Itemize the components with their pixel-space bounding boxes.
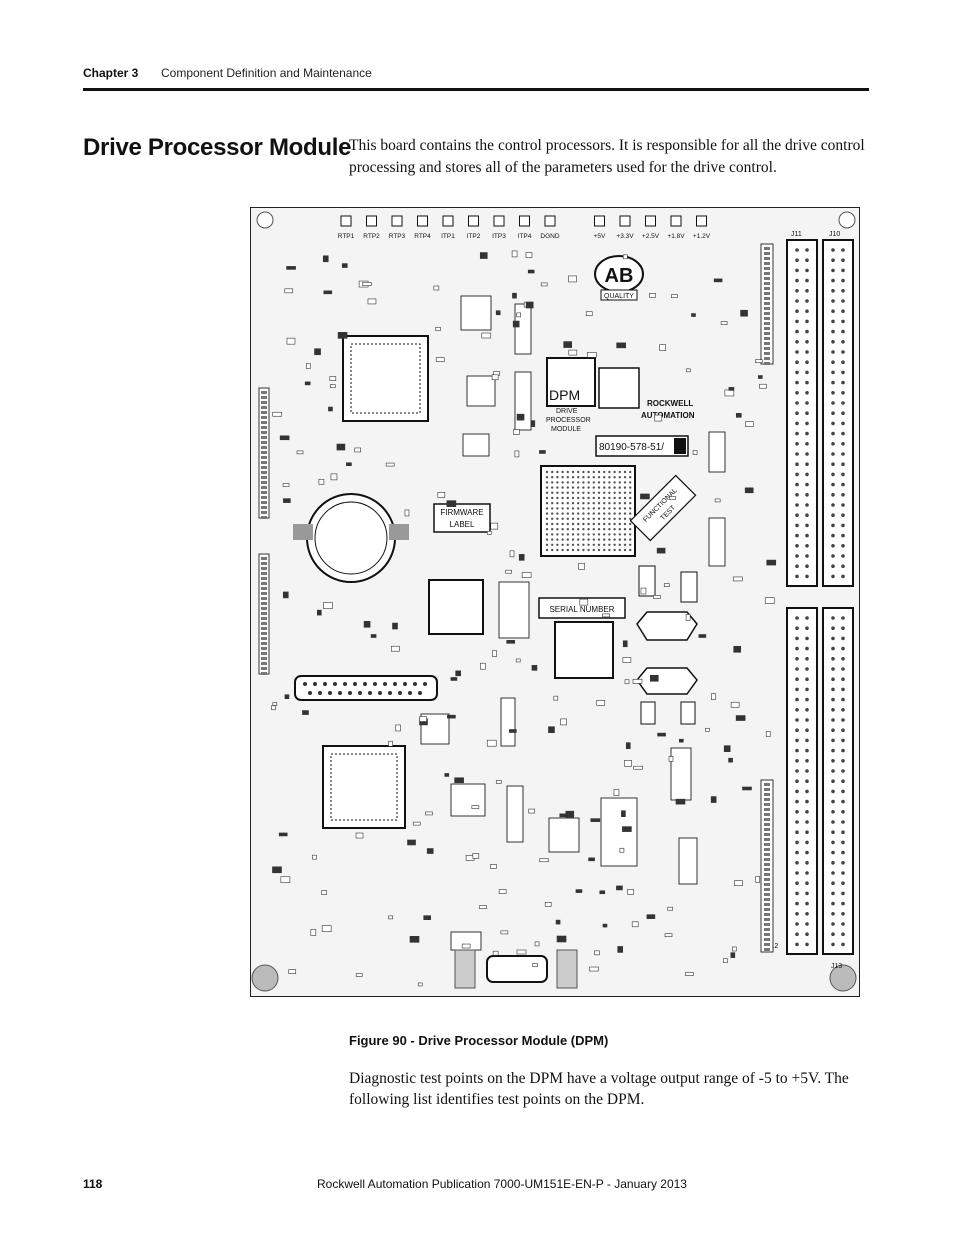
ab-quality-text: QUALITY	[604, 293, 634, 300]
chapter-label: Chapter 3	[83, 66, 139, 80]
publication-line: Rockwell Automation Publication 7000-UM1…	[317, 1177, 687, 1191]
svg-text:J13: J13	[831, 963, 842, 970]
chip-u33	[540, 465, 636, 557]
figure-caption: Figure 90 - Drive Processor Module (DPM)	[349, 1033, 609, 1048]
part-number-text: 80190-578-51/	[599, 442, 664, 453]
body-paragraph: Diagnostic test points on the DPM have a…	[349, 1070, 849, 1108]
chip-u54	[342, 335, 429, 422]
dpm-board-drawing: RTP1 RTP2 RTP3 RTP4 ITP1 ITP2 ITP3 ITP4 DGND +5V +…	[251, 208, 859, 996]
part-number-plate	[595, 435, 689, 457]
functional-test-label: FUNCTIONAL TEST	[629, 474, 697, 542]
dpm-board-figure: RTP1 RTP2 RTP3 RTP4 ITP1 ITP2 ITP3 ITP4 DGND +5V +…	[250, 207, 860, 997]
ab-logo: AB QUALITY	[594, 255, 644, 301]
connector-j10	[822, 239, 854, 587]
intro-paragraph: This board contains the control processo…	[349, 137, 865, 176]
svg-text:LABEL: LABEL	[450, 520, 475, 529]
test-point-label: RTP1	[338, 233, 355, 240]
connector-j12	[786, 607, 818, 955]
svg-text:FIRMWARE: FIRMWARE	[440, 508, 483, 517]
rockwell-marking: ROCKWELL	[647, 399, 693, 408]
test-point-label: +5V	[594, 233, 606, 240]
ab-logo-text: AB	[605, 265, 634, 287]
test-point-label: ITP1	[441, 233, 455, 240]
test-point-label: +1.8V	[667, 233, 685, 240]
firmware-label	[433, 503, 491, 533]
connector-j11	[786, 239, 818, 587]
svg-text:PROCESSOR: PROCESSOR	[546, 417, 591, 424]
svg-text:DRIVE: DRIVE	[556, 408, 578, 415]
section-title: Drive Processor Module	[83, 134, 352, 161]
db25-connector	[294, 675, 438, 701]
test-point-label: ITP2	[467, 233, 481, 240]
test-point-label: ITP4	[518, 233, 532, 240]
db9-connector	[486, 955, 548, 983]
svg-text:J11: J11	[791, 231, 802, 238]
dpm-marking: DPM	[549, 387, 580, 403]
chapter-title: Component Definition and Maintenance	[161, 66, 372, 80]
header-rule	[83, 88, 869, 91]
svg-text:SERIAL NUMBER: SERIAL NUMBER	[549, 605, 614, 614]
connector-j13	[822, 607, 854, 955]
test-point-label: +1.2V	[693, 233, 711, 240]
serial-number-label	[538, 597, 626, 619]
test-point-label: +2.5V	[642, 233, 660, 240]
chip-u66	[322, 745, 406, 829]
svg-text:MODULE: MODULE	[551, 426, 581, 433]
page-number: 118	[83, 1177, 103, 1191]
chip-u74	[428, 579, 484, 635]
svg-text:J10: J10	[829, 231, 840, 238]
test-point-row: RTP1 RTP2 RTP3 RTP4 ITP1 ITP2 ITP3 ITP4 DGND +5V +…	[338, 215, 711, 240]
test-point-label: RTP4	[414, 233, 431, 240]
chip-u43	[554, 621, 614, 679]
test-point-label: RTP2	[363, 233, 380, 240]
test-point-label: RTP3	[389, 233, 406, 240]
svg-text:AUTOMATION: AUTOMATION	[641, 411, 695, 420]
test-point-label: DGND	[540, 233, 559, 240]
test-point-label: ITP3	[492, 233, 506, 240]
test-point-label: +3.3V	[616, 233, 634, 240]
